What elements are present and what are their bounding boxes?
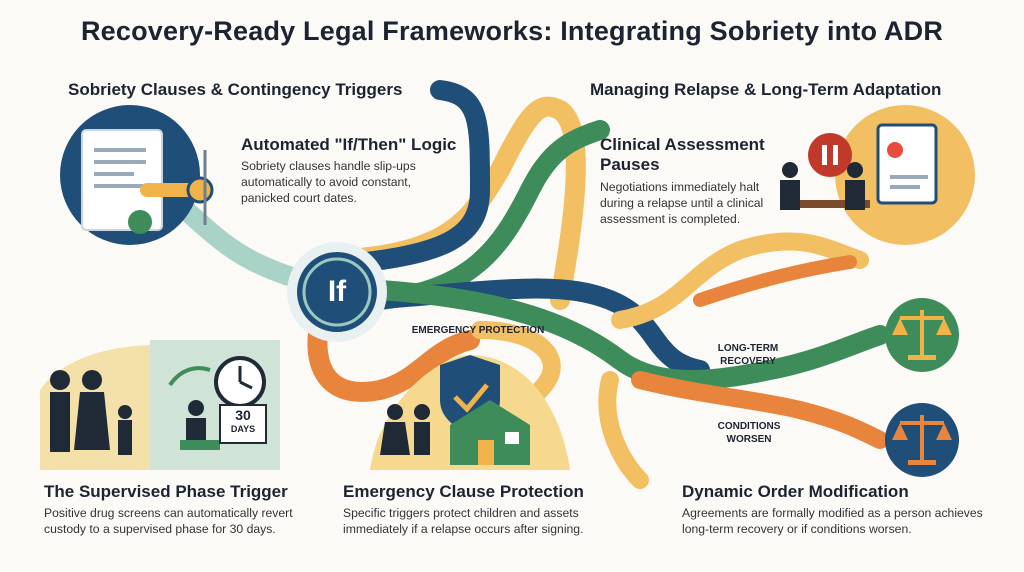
scales-navy-icon [885, 403, 959, 477]
section-heading-left: Sobriety Clauses & Contingency Triggers [68, 80, 403, 99]
hub-label: If [327, 275, 347, 308]
label-emergency-protection: EMERGENCY PROTECTION [411, 325, 545, 336]
card-clinical-body: Negotiations immediately halt during a r… [600, 180, 764, 226]
calendar-number: 30 [235, 407, 251, 423]
card-clinical-heading: Clinical Assessment Pauses [600, 135, 765, 174]
yellow-path-right [611, 232, 869, 329]
calendar-unit: DAYS [230, 424, 256, 434]
page-title: Recovery-Ready Legal Frameworks: Integra… [80, 16, 944, 46]
card-emergency-body: Specific triggers protect children and a… [343, 506, 584, 536]
label-long-term-recovery: LONG-TERM RECOVERY [717, 343, 779, 367]
orange-path-left [307, 310, 480, 402]
hub-node [287, 242, 387, 342]
emergency-scene [370, 355, 570, 470]
clinical-icon [780, 105, 975, 245]
orange-path-clinical [693, 255, 857, 307]
yellow-path-down [598, 371, 649, 489]
card-emergency-heading: Emergency Clause Protection [343, 482, 584, 501]
card-automated-heading: Automated "If/Then" Logic [241, 135, 457, 154]
orange-path-right [631, 371, 889, 449]
label-conditions-worsen: CONDITIONS WORSEN [717, 421, 781, 445]
card-automated-body: Sobriety clauses handle slip-ups automat… [241, 159, 416, 205]
section-heading-right: Managing Relapse & Long-Term Adaptation [590, 80, 942, 99]
supervised-scene [40, 340, 280, 470]
card-supervised-heading: The Supervised Phase Trigger [44, 482, 288, 501]
navy-path-top [330, 80, 491, 275]
card-dynamic-body: Agreements are formally modified as a pe… [682, 506, 983, 536]
contract-icon [60, 105, 214, 245]
card-dynamic-heading: Dynamic Order Modification [682, 482, 909, 501]
card-supervised-body: Positive drug screens can automatically … [44, 506, 293, 536]
scales-green-icon [885, 298, 959, 372]
